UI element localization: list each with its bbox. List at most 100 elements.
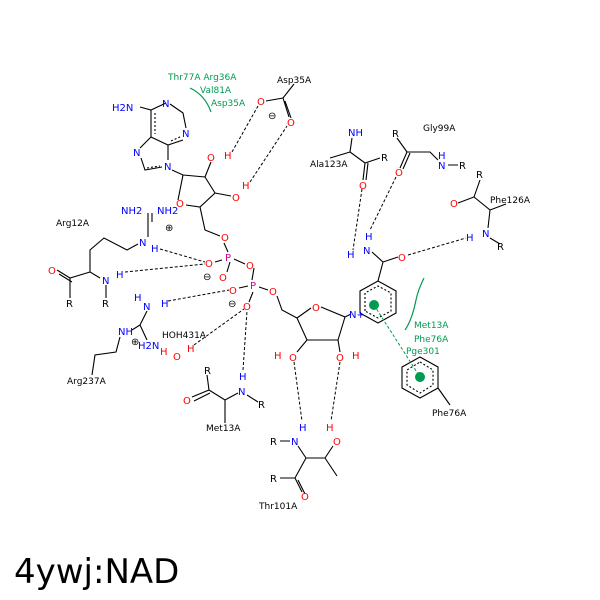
residue-label-ala123: Ala123A xyxy=(310,160,348,170)
hydrogen-bonds xyxy=(124,105,467,422)
residue-label-gly99: Gly99A xyxy=(423,124,456,134)
atom-labels: H2N N N N N O O H O H O P O O ⊖ O P O O … xyxy=(48,97,504,503)
atom-label: O xyxy=(333,437,341,448)
pi-stacking-line xyxy=(373,304,421,378)
charge-minus: ⊖ xyxy=(228,299,236,310)
atom-label: R xyxy=(270,474,277,485)
atom-label: N xyxy=(182,129,189,140)
atom-label: O xyxy=(312,303,320,314)
atom-label: O xyxy=(398,253,406,264)
atom-label: R xyxy=(102,299,109,310)
atom-label: O xyxy=(243,302,251,313)
hydrophobic-label: Phe76A xyxy=(414,335,449,345)
atom-label: R xyxy=(258,400,265,411)
residue-label-arg237: Arg237A xyxy=(67,377,107,387)
atom-label: H xyxy=(347,250,355,261)
atom-label: O xyxy=(205,259,213,270)
atom-label: O xyxy=(229,286,237,297)
atom-label: R xyxy=(204,366,211,377)
hydrophobic-label: Pge301 xyxy=(406,347,440,357)
hydrophobic-label: Asp35A xyxy=(211,99,246,109)
atom-label: R xyxy=(459,161,466,172)
residue-label-asp35: Asp35A xyxy=(277,76,312,86)
atom-label: H xyxy=(161,299,169,310)
residue-label-thr101: Thr101A xyxy=(258,502,298,512)
atom-label: O xyxy=(246,261,254,272)
residue-label-hoh431: HOH431A xyxy=(162,331,207,341)
atom-label: H xyxy=(365,232,373,243)
atom-label: P xyxy=(250,281,256,292)
atom-label: NH2 xyxy=(157,206,178,217)
residue-labels: Asp35A Ala123A Gly99A Phe126A Arg12A Arg… xyxy=(56,73,531,512)
charge-minus: ⊖ xyxy=(203,272,211,283)
atom-label: O xyxy=(48,266,56,277)
atom-label: R xyxy=(270,437,277,448)
atom-label: H2N xyxy=(112,103,133,114)
hydrophobic-label: Thr77A Arg36A xyxy=(167,73,237,83)
atom-label: O xyxy=(269,287,277,298)
hydrophobic-arc-adenine xyxy=(189,87,212,113)
atom-label: P xyxy=(225,253,231,264)
atom-label: H xyxy=(242,181,250,192)
atom-label: O xyxy=(219,273,227,284)
atom-label: O xyxy=(173,352,181,363)
atom-label: H xyxy=(151,244,159,255)
atom-label: H2N xyxy=(138,341,159,352)
atom-label: H xyxy=(239,372,247,383)
atom-label: N xyxy=(438,161,445,172)
atom-label: H xyxy=(326,423,334,434)
diagram-title: 4ywj:NAD xyxy=(14,552,180,592)
atom-label: O xyxy=(257,97,265,108)
atom-label: O xyxy=(336,353,344,364)
atom-label: H xyxy=(466,233,474,244)
atom-label: N xyxy=(143,302,150,313)
charge-minus: ⊖ xyxy=(268,111,276,122)
atom-label: R xyxy=(497,242,504,253)
atom-label: O xyxy=(221,233,229,244)
residue-label-phe76: Phe76A xyxy=(432,409,467,419)
ligand-bonds xyxy=(56,83,507,495)
atom-label: N xyxy=(102,276,109,287)
hydrophobic-label: Val81A xyxy=(200,86,232,96)
atom-label: H xyxy=(274,351,282,362)
residue-label-phe126: Phe126A xyxy=(490,196,531,206)
atom-label: O xyxy=(183,396,191,407)
pi-ring-center-phe76 xyxy=(415,372,425,382)
atom-label: O xyxy=(287,118,295,129)
atom-label: N+ xyxy=(349,310,365,321)
atom-label: NH2 xyxy=(121,206,142,217)
atom-label: O xyxy=(395,168,403,179)
atom-label: O xyxy=(359,181,367,192)
atom-label: O xyxy=(176,199,184,210)
atom-label: N xyxy=(164,162,171,173)
atom-label: H xyxy=(160,347,168,358)
atom-label: H xyxy=(116,270,124,281)
hydrophobic-label: Met13A xyxy=(414,321,449,331)
atom-label: R xyxy=(476,170,483,181)
atom-label: N xyxy=(363,246,370,257)
atom-label: R xyxy=(392,129,399,140)
atom-label: H xyxy=(134,293,142,304)
atom-label: N xyxy=(482,229,489,240)
charge-plus: ⊕ xyxy=(131,337,139,348)
atom-label: H xyxy=(299,423,307,434)
atom-label: H xyxy=(352,351,360,362)
hydrophobic-arc-nicotinamide xyxy=(404,277,425,331)
atom-label: R xyxy=(66,299,73,310)
atom-label: O xyxy=(301,492,309,503)
atom-label: H xyxy=(224,151,232,162)
atom-label: O xyxy=(450,199,458,210)
atom-label: R xyxy=(381,153,388,164)
pi-ring-center-nicotinamide xyxy=(369,300,379,310)
atom-label: O xyxy=(207,153,215,164)
atom-label: H xyxy=(187,344,195,355)
residue-label-arg12: Arg12A xyxy=(56,219,90,229)
atom-label: N xyxy=(133,148,140,159)
atom-label: N xyxy=(162,99,169,110)
atom-label: N xyxy=(139,238,146,249)
charge-plus: ⊕ xyxy=(165,223,173,234)
atom-label: H xyxy=(438,151,446,162)
atom-label: NH xyxy=(348,128,363,139)
